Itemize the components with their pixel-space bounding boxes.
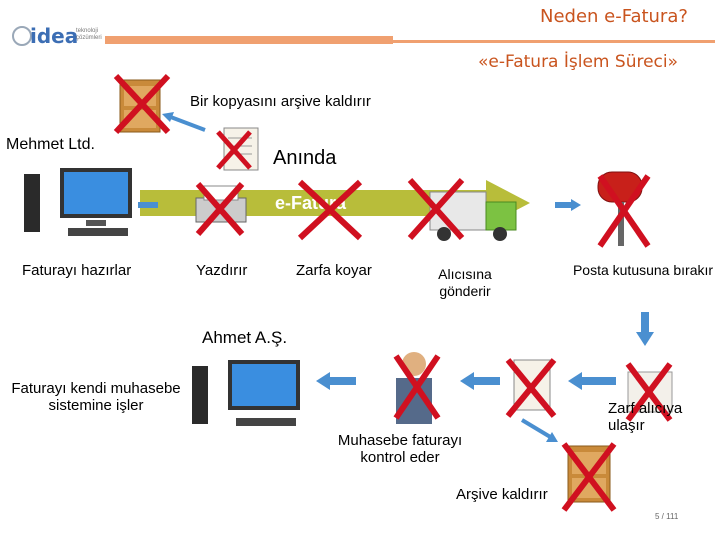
- instant-label: Anında: [273, 147, 337, 169]
- cross-icon: [393, 354, 441, 420]
- sender-name: Mehmet Ltd.: [6, 136, 95, 153]
- arrow-up-left-icon: [162, 112, 206, 132]
- page-title: Neden e-Fatura?: [540, 6, 688, 27]
- page-subtitle: «e-Fatura İşlem Süreci»: [478, 52, 679, 72]
- cross-icon: [407, 177, 465, 241]
- logo-text: idea: [30, 24, 79, 48]
- receiver-name: Ahmet A.Ş.: [202, 328, 288, 347]
- cross-icon: [297, 179, 363, 241]
- archive-copy-label: Bir kopyasını arşive kaldırır: [190, 93, 371, 110]
- cross-icon: [597, 174, 651, 248]
- cross-icon: [195, 182, 245, 236]
- arrow-down-right-icon: [520, 418, 558, 442]
- arrow-left-icon: [460, 372, 500, 390]
- archive-label: Arşive kaldırır: [456, 486, 548, 503]
- logo-tagline: teknoloji çözümleri: [76, 28, 102, 41]
- header-divider: [105, 36, 393, 44]
- process-label: Faturayı kendi muhasebe sistemine işler: [11, 380, 181, 414]
- envelope-reach-label: Zarf alıcıya ulaşır: [608, 400, 683, 434]
- computer-icon: [24, 168, 132, 236]
- print-label: Yazdırır: [196, 262, 248, 279]
- arrow-down-icon: [636, 312, 654, 346]
- header-divider-thin: [393, 40, 715, 43]
- cross-icon: [625, 362, 673, 422]
- arrow-right-icon: [555, 199, 581, 211]
- arrow-left-icon: [316, 372, 356, 390]
- computer-icon: [192, 360, 300, 426]
- arrow-left-icon: [568, 372, 616, 390]
- prepare-label: Faturayı hazırlar: [22, 262, 132, 279]
- cross-icon: [113, 73, 171, 135]
- printer-icon: [195, 185, 247, 223]
- idea-logo: idea teknoloji çözümleri: [12, 22, 102, 50]
- cross-icon: [561, 442, 617, 512]
- check-label: Muhasebe faturayı kontrol eder: [337, 432, 463, 466]
- envelope-label: Zarfa koyar: [296, 262, 372, 279]
- logo-swirl-icon: [12, 26, 32, 46]
- send-label: Alıcısına gönderir: [438, 266, 492, 299]
- mailbox-label: Posta kutusuna bırakır: [572, 262, 714, 278]
- page-number: 5 / 111: [655, 512, 679, 521]
- cross-icon: [505, 358, 557, 418]
- cross-icon: [216, 130, 252, 170]
- arrow-right-icon: [138, 202, 158, 208]
